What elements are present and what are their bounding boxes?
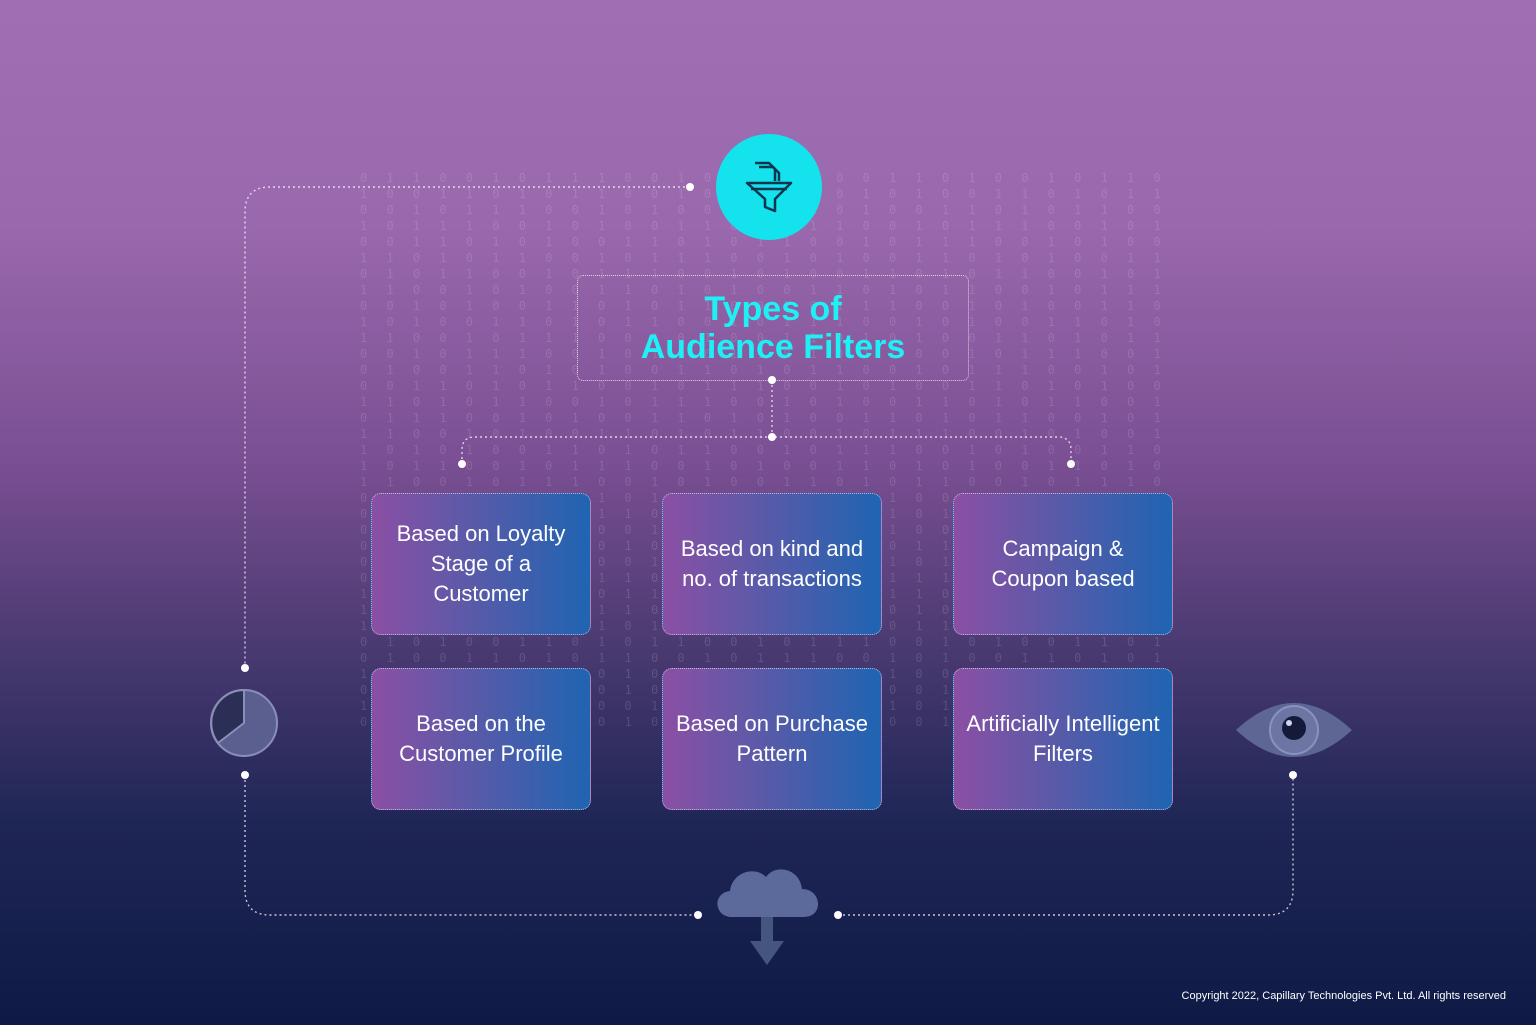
filter-card-ai-filters: Artificially Intelligent Filters [953,668,1173,810]
title-line-1: Types of [704,290,842,328]
filter-card-campaign-coupon: Campaign & Coupon based [953,493,1173,635]
filter-card-transactions: Based on kind and no. of transactions [662,493,882,635]
diagram-title-box: Types of Audience Filters [577,275,969,381]
funnel-icon-circle [716,134,822,240]
cloud-download-icon [717,869,819,965]
title-line-2: Audience Filters [640,328,906,366]
filter-card-purchase-pattern: Based on Purchase Pattern [662,668,882,810]
filter-card-loyalty-stage: Based on Loyalty Stage of a Customer [371,493,591,635]
pie-chart-icon [210,688,278,757]
copyright-text: Copyright 2022, Capillary Technologies P… [1181,990,1506,1002]
eye-icon [1236,703,1352,757]
funnel-icon [745,161,793,213]
filter-card-customer-profile: Based on the Customer Profile [371,668,591,810]
